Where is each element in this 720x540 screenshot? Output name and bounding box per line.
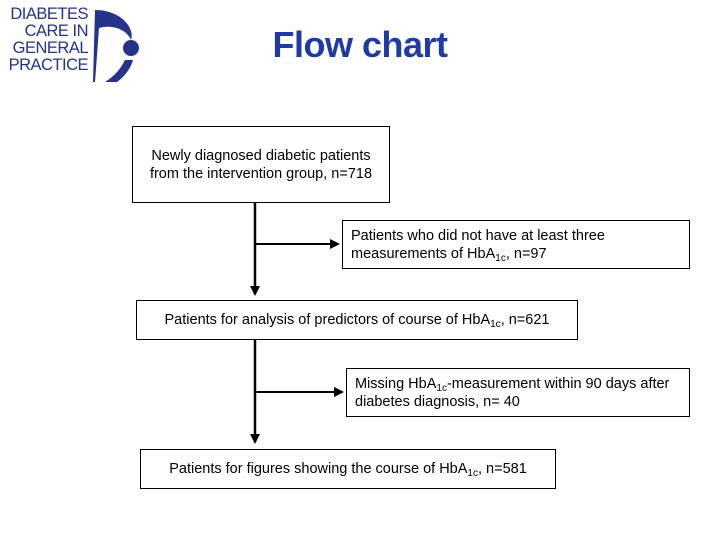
logo-line-3: GENERAL [12,39,89,57]
box-analysis: Patients for analysis of predictors of c… [136,300,578,340]
logo-line-1: DIABETES [10,5,88,23]
box-excluded-2: Missing HbA1c-measurement within 90 days… [346,368,690,417]
logo-figure-icon [93,10,139,82]
box-excluded-1: Patients who did not have at least three… [342,220,690,269]
logo-text: DIABETES CARE IN GENERAL PRACTICE [8,5,89,74]
logo-line-2: CARE IN [24,22,89,40]
box-final: Patients for figures showing the course … [140,449,556,489]
box-excluded-1-text: Patients who did not have at least three… [351,227,605,264]
box-final-text: Patients for figures showing the course … [169,461,527,479]
box-start: Newly diagnosed diabetic patients from t… [132,126,390,203]
logo-line-4: PRACTICE [8,56,89,74]
box-start-text: Newly diagnosed diabetic patients from t… [149,147,373,182]
logo: DIABETES CARE IN GENERAL PRACTICE [8,6,158,84]
page-title: Flow chart [272,24,448,65]
box-analysis-text: Patients for analysis of predictors of c… [164,312,550,330]
box-excluded-2-text: Missing HbA1c-measurement within 90 days… [355,375,670,410]
